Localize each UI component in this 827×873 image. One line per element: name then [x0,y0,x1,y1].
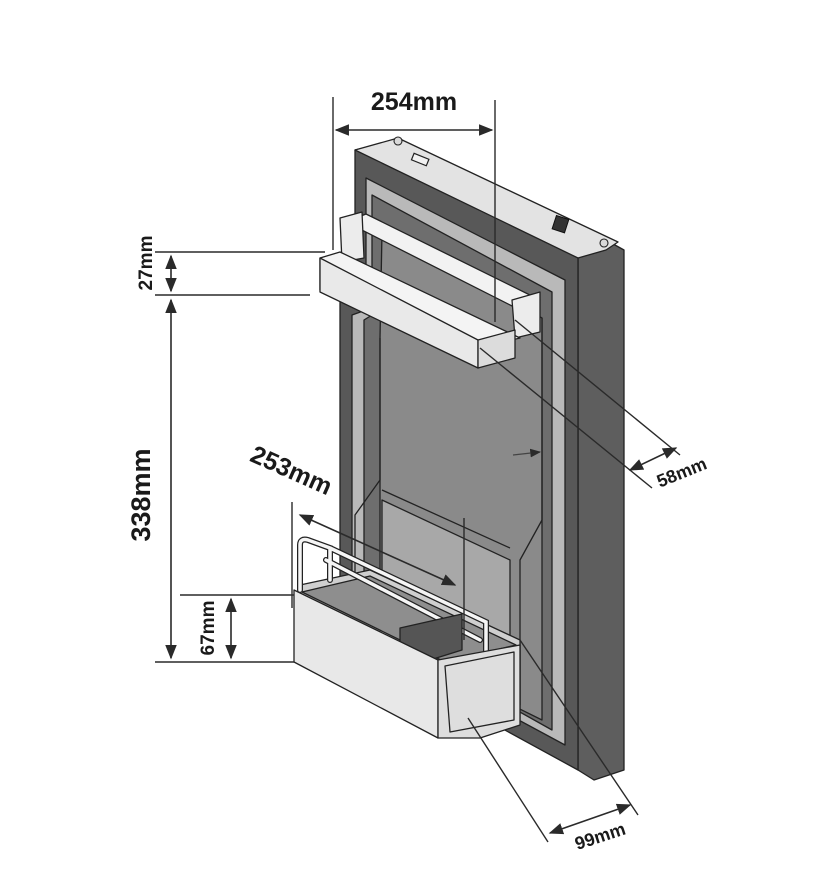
hinge-pin-icon [599,238,609,248]
shelf-depth-label: 58mm [654,453,710,491]
lock-button-icon[interactable] [551,214,570,234]
hinge-pin-icon [393,136,403,146]
bin-right-end [437,644,521,739]
lower-bin [293,536,521,739]
shelf-height-label: 27mm [136,236,157,291]
bin-height-label: 67mm [198,601,219,656]
bin-right-end-inner [444,651,515,733]
dimension-lines [155,97,681,843]
bin-width-label: 253mm [246,440,336,501]
upper-shelf [319,211,541,369]
door-side-panel [577,239,625,781]
shelf-width-label: 254mm [371,88,457,116]
door-span-label: 338mm [126,448,156,541]
shelf-left-cap [339,211,365,263]
shelf-right-cap [511,291,541,339]
rotation-arrow-icon [512,448,542,458]
bin-depth-label: 99mm [572,819,628,854]
shelf-front-end [477,329,516,369]
latch-icon [410,152,430,167]
